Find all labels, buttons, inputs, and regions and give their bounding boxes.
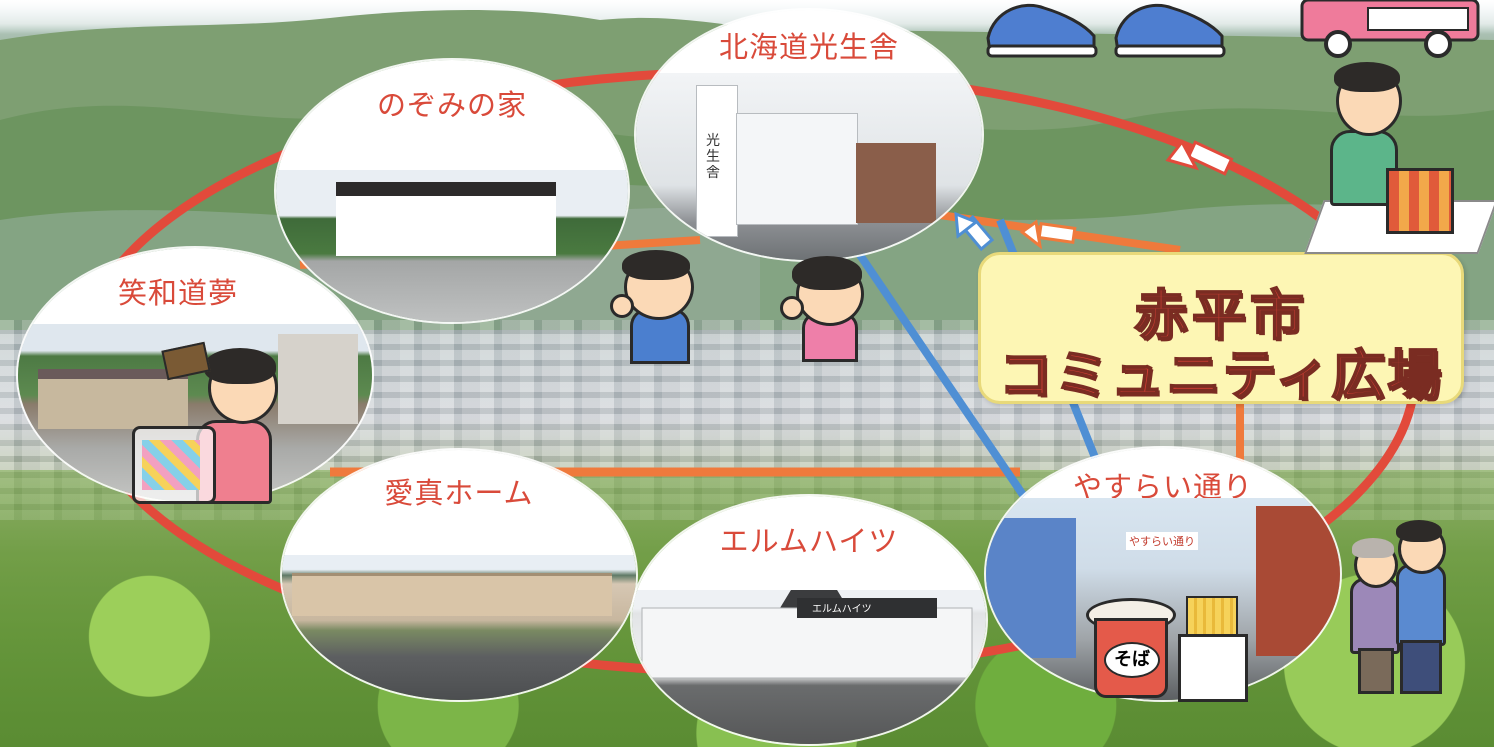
facility-label-bg: [632, 496, 986, 591]
facility-label: 笑和道夢: [118, 276, 239, 310]
boy-waving-illustration: [610, 250, 700, 364]
french-fries-icon: [1178, 596, 1248, 702]
facility-label-bg: [18, 248, 372, 325]
building-shape: [336, 182, 556, 257]
facility-photo: エルムハイツ: [632, 590, 986, 744]
building-sign: やすらい通り: [1126, 532, 1198, 551]
facility-elm-heights: エルムハイツ エルムハイツ: [632, 496, 986, 744]
building-sign: 光生舎: [706, 132, 720, 181]
facility-label-bg: [986, 448, 1340, 499]
facility-label: 北海道光生舎: [718, 30, 899, 64]
building-shape: [696, 84, 738, 237]
facility-label: やすらい通り: [1072, 470, 1253, 504]
building-shape: [278, 334, 358, 425]
facility-hokkaido-koseisha: 北海道光生舎 光生舎: [636, 10, 982, 260]
elderly-couple-illustration: [1344, 520, 1452, 694]
soba-cup-icon: そば: [1086, 598, 1176, 698]
facility-label-bg: [282, 450, 636, 555]
building-shape: [856, 142, 936, 223]
building-shape: [1256, 506, 1340, 657]
building-shape: [986, 518, 1076, 659]
facility-label-bg: [636, 10, 982, 73]
arrow-icon-top-right: [1165, 139, 1234, 176]
arrow-icon-middle: [1019, 219, 1077, 250]
facility-aishin-home: 愛真ホーム: [282, 450, 636, 700]
volunteer-donation-illustration: [1304, 60, 1494, 254]
facility-label-bg: [276, 60, 628, 171]
building-shape: [641, 590, 973, 679]
girl-waving-illustration: [778, 256, 868, 362]
title-city: 赤平市: [1133, 283, 1308, 348]
food-truck-icon: [1300, 0, 1480, 58]
building-shape: [38, 369, 188, 430]
soba-cup-label: そば: [1104, 642, 1160, 678]
building-sign: エルムハイツ: [812, 604, 872, 616]
title-banner: 赤平市 コミュニティ広場: [978, 252, 1464, 408]
title-plaza: コミュニティ広場: [998, 343, 1444, 408]
building-shape: [736, 112, 858, 225]
facility-photo: [282, 555, 636, 700]
facility-photo: 光生舎: [636, 72, 982, 260]
building-shape: [292, 573, 612, 616]
sneakers-icon: [986, 3, 1226, 58]
facility-label: 愛真ホーム: [384, 476, 534, 510]
facility-label: エルムハイツ: [719, 524, 899, 558]
woman-donation-jar-illustration: [130, 340, 280, 504]
facility-label: のぞみの家: [376, 88, 527, 122]
